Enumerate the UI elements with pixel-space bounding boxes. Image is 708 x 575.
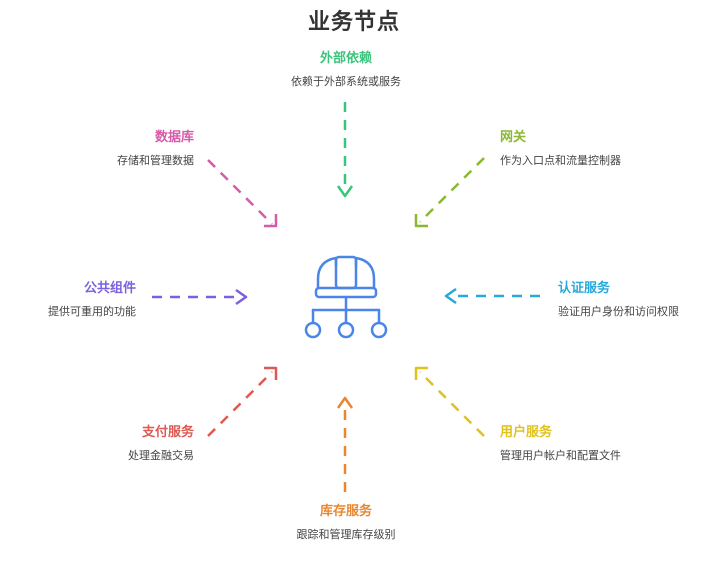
node-gateway-description: 作为入口点和流量控制器	[500, 154, 621, 167]
arrow-payment	[207, 366, 278, 437]
node-inventory-label: 库存服务	[319, 504, 372, 519]
node-database-label: 数据库	[154, 130, 194, 145]
node-common-description: 提供可重用的功能	[48, 305, 136, 318]
node-database: 数据库 存储和管理数据	[117, 129, 194, 169]
hard-hat-network-icon	[304, 255, 388, 339]
node-inventory: 库存服务 跟踪和管理库存级别	[254, 503, 438, 543]
node-common: 公共组件 提供可重用的功能	[48, 280, 136, 320]
node-payment: 支付服务 处理金融交易	[128, 424, 194, 464]
node-external: 外部依赖 依赖于外部系统或服务	[254, 50, 438, 90]
node-payment-label: 支付服务	[141, 425, 194, 440]
arrow-user	[414, 366, 485, 437]
node-inventory-description: 跟踪和管理库存级别	[296, 528, 396, 541]
node-gateway: 网关 作为入口点和流量控制器	[500, 129, 621, 169]
arrow-external	[336, 102, 354, 198]
node-database-description: 存储和管理数据	[117, 154, 194, 167]
node-external-label: 外部依赖	[319, 51, 372, 66]
arrow-database	[207, 159, 278, 228]
node-auth-description: 验证用户身份和访问权限	[558, 305, 679, 318]
node-user-description: 管理用户帐户和配置文件	[500, 449, 621, 462]
diagram-title: 业务节点	[307, 10, 400, 35]
node-payment-description: 处理金融交易	[128, 449, 194, 462]
arrow-inventory	[336, 396, 354, 492]
arrow-gateway	[414, 157, 485, 228]
arrow-common	[152, 288, 248, 306]
node-external-description: 依赖于外部系统或服务	[291, 75, 401, 88]
node-user: 用户服务 管理用户帐户和配置文件	[500, 424, 621, 464]
node-common-label: 公共组件	[83, 281, 136, 296]
node-gateway-label: 网关	[500, 130, 527, 145]
arrow-auth	[444, 287, 540, 305]
node-auth: 认证服务 验证用户身份和访问权限	[558, 280, 679, 320]
node-auth-label: 认证服务	[558, 281, 611, 296]
node-user-label: 用户服务	[500, 425, 553, 440]
